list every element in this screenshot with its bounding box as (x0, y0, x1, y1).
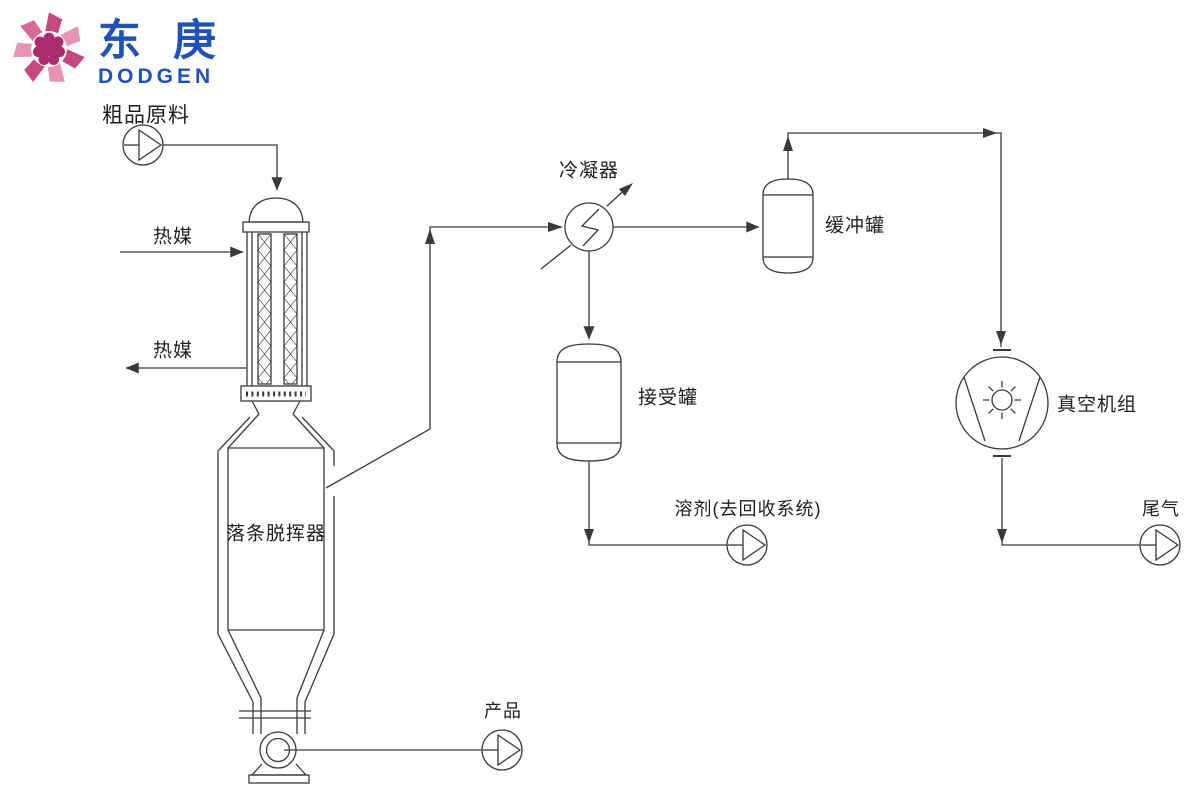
condenser-zigzag (580, 208, 600, 247)
vapor-line (325, 222, 563, 489)
condenser-label: 冷凝器 (558, 160, 620, 182)
devolatilizer-label: 落条脱挥器 (225, 523, 327, 545)
condenser-symbol (540, 183, 633, 270)
pump-foot (248, 774, 310, 784)
solvent-stream-symbol (726, 524, 768, 566)
column-lattice-left (257, 233, 272, 385)
solvent-line (584, 461, 727, 546)
column-top-flange (242, 221, 310, 233)
down-arrow (996, 331, 1006, 345)
vessel-outer-left (217, 416, 254, 734)
logo-chinese-name: 东 庚 (98, 20, 216, 63)
coolant-arrow (619, 183, 633, 196)
logo-cn-char-1: 东 (98, 17, 141, 65)
buffer-tank-label: 缓冲罐 (824, 215, 886, 237)
dodgen-logo: 东 庚 DODGEN (10, 10, 216, 89)
receiver-tank-label: 接受罐 (637, 387, 699, 409)
heat-medium-in-label: 热媒 (152, 226, 194, 248)
vacuum-unit-symbol (955, 349, 1049, 457)
product-label: 产品 (484, 701, 522, 721)
logo-text: 东 庚 DODGEN (98, 20, 216, 89)
neck-flange (239, 710, 311, 719)
right-arrow (983, 128, 997, 138)
rotor-chords (963, 376, 1041, 442)
column-bottom-flange (240, 385, 312, 402)
up-arrow (783, 136, 793, 151)
condenser-inlet-arrow (548, 222, 563, 232)
vessel-tangent-lines (228, 447, 324, 631)
flower-core (33, 32, 65, 65)
product-stream-symbol (481, 729, 523, 771)
logo-cn-char-2: 庚 (173, 17, 216, 65)
pump-base-shoulders (250, 763, 308, 776)
devolatilizer-vessel (217, 413, 335, 734)
solvent-label: 溶剂(去回收系统) (674, 499, 822, 519)
receiver-tank-symbol (556, 343, 622, 462)
impeller-hub (991, 389, 1013, 411)
tail-gas-stream-symbol (1139, 524, 1181, 566)
logo-english-name: DODGEN (98, 65, 215, 88)
devolatilizer-column (240, 197, 312, 415)
vapor-up-arrow (425, 229, 435, 244)
down-arrow (997, 529, 1007, 543)
column-neck (251, 400, 301, 415)
discharge-pump (239, 710, 311, 784)
buffer-tank-symbol (762, 178, 814, 274)
tail-gas-label: 尾气 (1142, 499, 1180, 519)
feed-line (163, 144, 283, 191)
feed-label: 粗品原料 (102, 104, 190, 127)
heat-medium-out-label: 热媒 (152, 340, 194, 362)
logo-flower-icon (13, 12, 85, 83)
vacuum-feed-line (783, 128, 1006, 347)
tail-gas-line (997, 458, 1140, 546)
feed-stream-symbol (122, 124, 164, 166)
vessel-inner-right (292, 413, 325, 734)
coolant-line-lower (540, 244, 572, 270)
vessel-outer-right (301, 416, 335, 734)
vacuum-unit-label: 真空机组 (1056, 394, 1138, 416)
impeller-rays (983, 381, 1021, 419)
down-arrow (584, 529, 594, 543)
column-lattice-right (283, 233, 298, 385)
